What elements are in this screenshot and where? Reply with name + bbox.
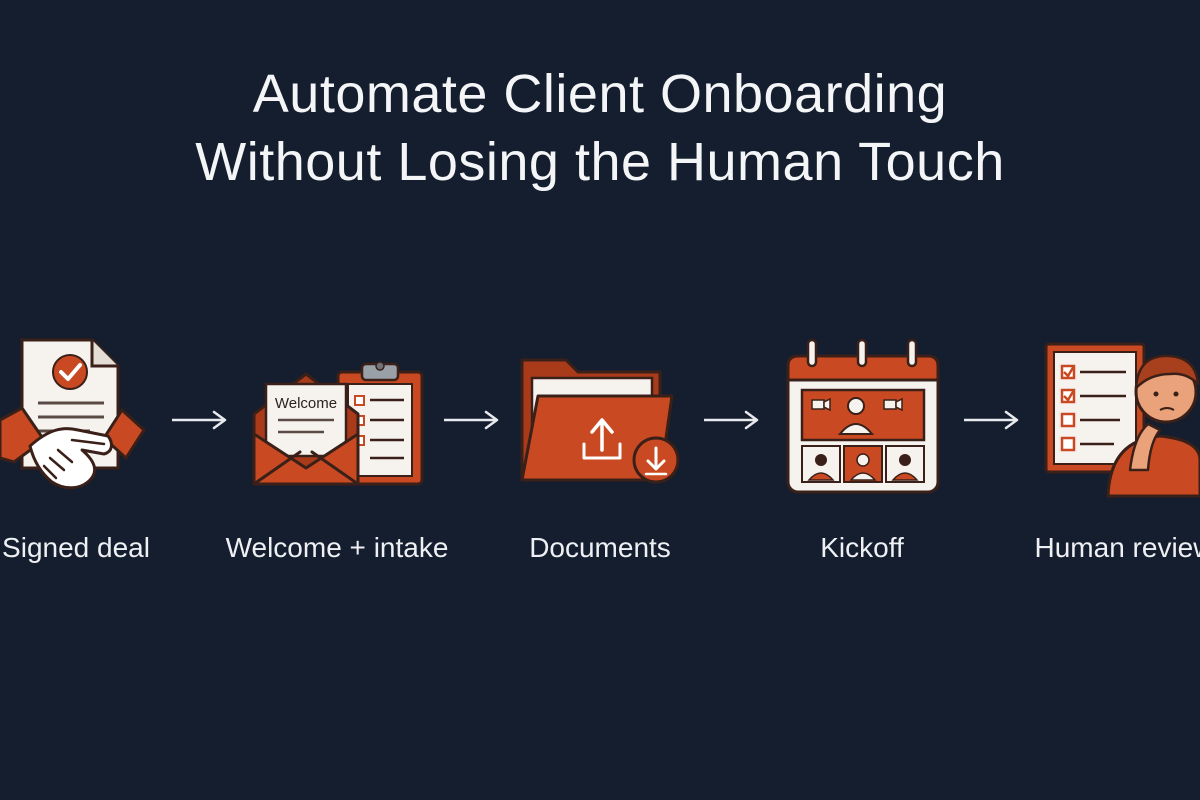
signed-contract-handshake-icon: [0, 338, 146, 490]
title-line-2: Without Losing the Human Touch: [195, 132, 1005, 192]
calendar-video-call-icon: [786, 338, 940, 494]
flow-arrow-4: [964, 410, 1019, 430]
step-label-4: Kickoff: [820, 532, 904, 563]
checklist-reviewer-icon: [1044, 342, 1200, 498]
flow-arrow-2: [444, 410, 499, 430]
title-line-1: Automate Client Onboarding: [252, 64, 948, 124]
page-title: Automate Client Onboarding Without Losin…: [0, 60, 1200, 196]
welcome-badge-text: Welcome: [275, 395, 337, 412]
step-label-2: Welcome + intake: [226, 532, 449, 563]
document-folder-upload-icon: [520, 358, 680, 484]
flow-arrow-3: [704, 410, 759, 430]
step-label-3: Documents: [529, 532, 671, 563]
welcome-envelope-clipboard-icon: [252, 361, 424, 486]
step-label-1: Signed deal: [2, 532, 150, 563]
step-label-5: Human review: [1035, 532, 1200, 563]
flow-arrow-1: [172, 410, 227, 430]
